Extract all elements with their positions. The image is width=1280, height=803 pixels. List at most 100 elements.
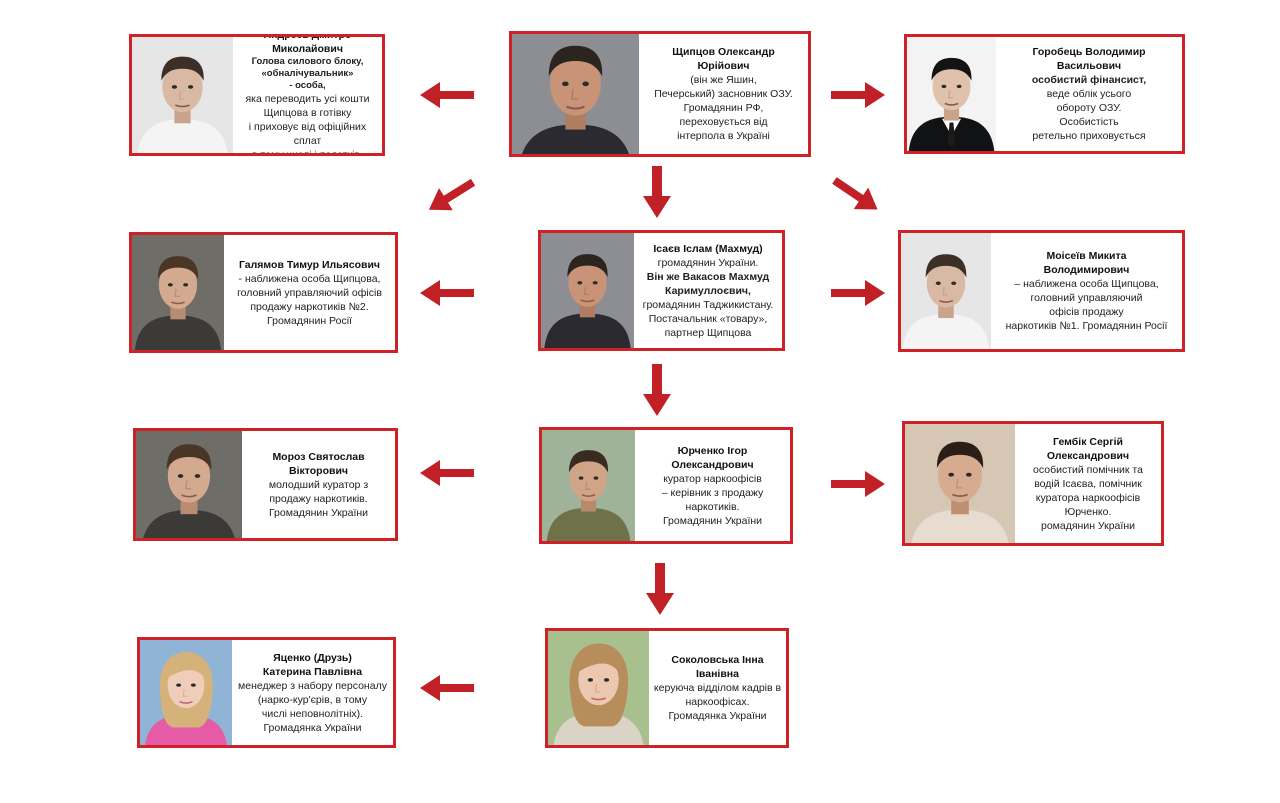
description-line: числі неповнолітніх). [261,707,364,720]
woman-portrait-icon [548,631,649,745]
description-line: молодший куратор з [268,478,369,491]
description-line: куратор наркоофісів [663,472,762,485]
arrow-right-icon [831,471,885,497]
man-portrait-icon [132,235,224,350]
description-line: Печерський) засновник ОЗУ. [654,88,793,100]
description-line: куратора наркоофісів [1035,491,1141,504]
arrow-down-icon [646,563,674,615]
person-name: Моісеїв Микита [1046,250,1127,262]
description-line: продажу наркотиків. [269,492,368,505]
description-line: Громадянин України [268,506,369,519]
description-line: – керівник з продажу [661,486,764,499]
description-line: громадянин Таджикистану. [642,298,774,311]
man-portrait-icon [541,233,634,348]
arrow-right-icon [831,280,885,306]
description-line: водій Ісаєва, помічник [1034,477,1142,490]
description-line: особистий помічник та [1033,463,1143,476]
description-line: веде облік усього [1046,88,1132,100]
arrow-right-icon [831,82,885,108]
person-name: Андреев Дмитро [264,37,352,42]
description-line: «обналічувальник» [261,68,354,79]
person-name: Юрченко Ігор [677,444,748,457]
description-line: Громадянка України [263,721,362,734]
description-line: Громадянин РФ, [683,102,764,114]
description-line: Юрченко. [1064,505,1112,518]
arrow-down-right-icon [830,176,882,214]
description-line: Голова силового блоку, [251,56,364,67]
description-line: обороту ОЗУ. [1056,102,1122,114]
description-line: Він же Вакасов Махмуд [646,270,770,283]
description-line: громадянин України. [657,256,759,269]
description-line: Громадянин Росії [267,314,352,327]
arrow-down-icon [643,364,671,416]
card-text: Ісаєв Іслам (Махмуд)громадянин України.В… [634,233,782,348]
person-name: Катерина Павлівна [262,665,363,678]
person-name: Олександрович [671,458,754,471]
description-line: переховується від [679,116,768,128]
arrow-left-icon [420,460,474,486]
description-line: Каримуллоєвич, [665,284,751,297]
man-portrait-icon [905,424,1015,543]
card-halyamov: Галямов Тимур Ильясович- наближена особа… [129,232,398,353]
person-name: Миколайович [272,43,343,55]
description-line: партнер Щипцова [664,326,752,339]
person-name: Іванівна [696,668,739,680]
description-line: інтерпола в Україні [677,130,770,142]
card-text: Галямов Тимур Ильясович- наближена особа… [224,235,395,350]
description-line: менеджер з набору персоналу [238,679,387,692]
description-line: - наближена особа Щипцова, [238,272,381,285]
description-line: керуюча відділом кадрів в [653,682,782,694]
description-line: - особа, [289,80,326,91]
person-name: Васильович [1056,60,1122,72]
person-name: Яценко (Друзь) [273,651,352,664]
arrow-left-icon [420,675,474,701]
description-line: Громадянка України [668,710,767,722]
description-line: офісів продажу [1049,306,1124,318]
woman-portrait-icon [140,640,232,745]
description-line: Щипцова в готівку [263,107,352,119]
person-name: Вікторович [288,464,348,477]
person-name: Юрійович [697,60,750,72]
man-portrait-icon [907,37,996,151]
description-line: продажу наркотиків №2. [250,300,369,313]
person-name: Горобець Володимир [1032,46,1146,58]
description-line: наркоофісах. [685,696,750,708]
man-portrait-icon [542,430,635,541]
man-portrait-icon [132,37,233,153]
description-line: наркотиків. [685,500,740,513]
card-andreev: Андреев ДмитроМиколайовичГолова силового… [129,34,385,156]
description-line: Громадянин України [662,514,763,527]
description-line: наркотиків №1. Громадянин Росії [1005,320,1168,332]
person-name: Галямов Тимур Ильясович [238,258,381,271]
card-text: Андреев ДмитроМиколайовичГолова силового… [233,37,382,153]
person-name: Володимирович [1043,264,1130,276]
description-line: головний управляючий [1030,292,1143,304]
description-line: яка переводить усі кошти [245,93,370,105]
person-name: Ісаєв Іслам (Махмуд) [653,242,763,255]
description-line: (він же Яшин, [690,74,757,86]
description-line: Особистість [1059,116,1119,128]
description-line: (нарко-кур'єрів, в тому [257,693,368,706]
description-line: особистий фінансист, [1031,74,1147,86]
arrow-left-icon [420,82,474,108]
person-name: Мороз Святослав [272,450,365,463]
man-portrait-icon [901,233,991,349]
arrow-left-icon [420,280,474,306]
person-name: Гембік Сергій [1053,435,1123,448]
person-name: Соколовська Інна [671,654,764,666]
